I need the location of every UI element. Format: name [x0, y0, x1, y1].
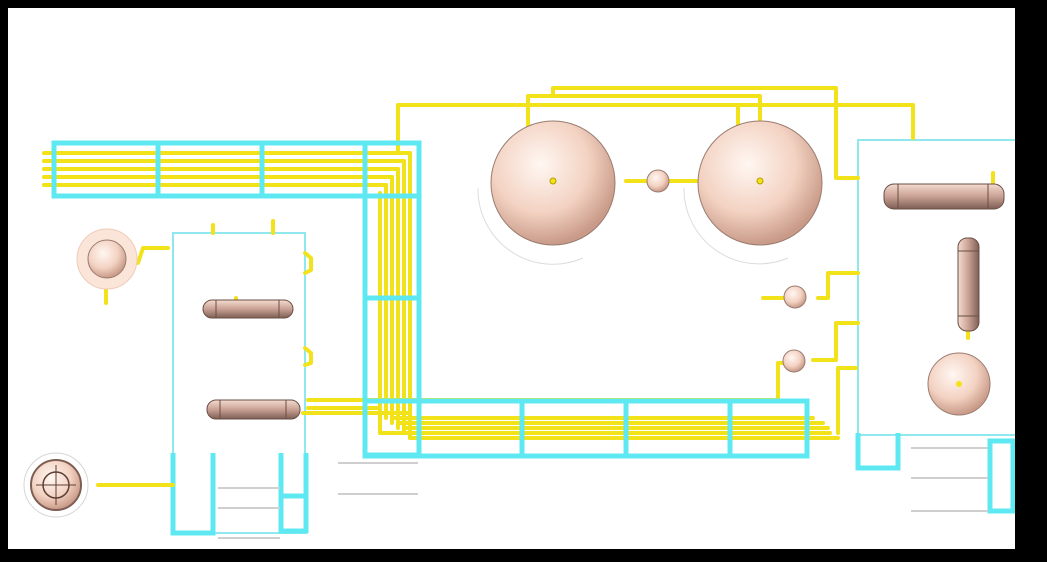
plant-layout-diagram[interactable] — [8, 8, 1015, 549]
drum-right-vertical[interactable] — [957, 237, 980, 332]
sphere-tank-left[interactable] — [477, 120, 616, 265]
left-structure-stairs — [218, 462, 418, 539]
plant-3d-viewport[interactable] — [8, 8, 1015, 549]
sphere-tank-right[interactable] — [683, 120, 823, 265]
right-structure[interactable] — [857, 139, 1015, 436]
sphere-right-small[interactable] — [927, 352, 991, 416]
sphere-left-upper[interactable] — [76, 228, 138, 290]
drum-right-upper[interactable] — [883, 183, 1005, 210]
sphere-pump-mid-right[interactable] — [783, 285, 807, 309]
right-structure-platform[interactable] — [855, 433, 1015, 514]
right-structure-stairs — [911, 447, 988, 512]
sphere-pump-center[interactable] — [646, 169, 670, 193]
drum-left-lower[interactable] — [206, 399, 301, 420]
lower-center-rack[interactable] — [362, 398, 810, 459]
left-structure-platform[interactable] — [170, 453, 309, 536]
drum-left-upper[interactable] — [202, 299, 294, 319]
left-structure[interactable] — [172, 232, 306, 534]
sphere-pump-lower-right[interactable] — [782, 349, 806, 373]
compressor-left-lower[interactable] — [23, 452, 89, 518]
